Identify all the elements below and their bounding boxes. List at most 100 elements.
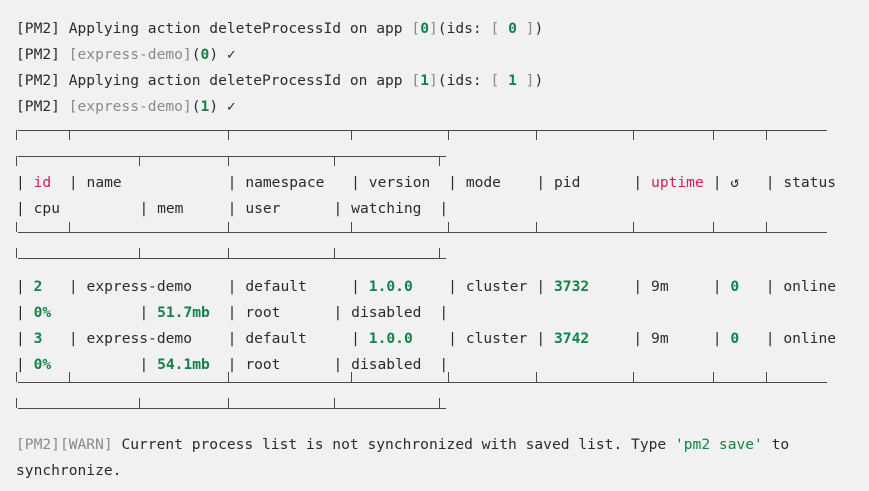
warning-seg-3: 'pm2 save': [674, 436, 763, 453]
table-bottom-tick-5: [536, 372, 538, 382]
table-hdrsep-tick-left: [16, 222, 17, 232]
table-top-tick-4: [448, 130, 450, 140]
table-hdrsep-tick-u-0: [16, 222, 17, 232]
cell-watching-separator: |: [333, 304, 343, 321]
table-bottom-border: [18, 382, 827, 383]
table-wrap-top-tick-2: [227, 156, 229, 166]
table-wrap-header-separator: [18, 258, 446, 259]
log-line-4-seg-1: [express-demo]: [68, 98, 192, 115]
warning-line-1: [PM2][WARN] Current process list is not …: [16, 432, 789, 458]
column-header-version: version: [368, 174, 431, 191]
table-top-border: [18, 130, 827, 131]
table-bottom-tick-4: [448, 372, 450, 382]
table-top-tick-8: [765, 130, 767, 140]
log-line-4-seg-0: [PM2]: [16, 98, 69, 115]
cell-watching-separator: |: [333, 356, 343, 373]
cell-watching: disabled: [351, 356, 422, 373]
column-header-status-separator: |: [765, 174, 775, 191]
cell-namespace-separator: |: [227, 278, 237, 295]
cell-status-separator: |: [765, 278, 775, 295]
table-wrap-hdrsep-tick-3: [333, 248, 335, 258]
log-line-1-seg-3: ]: [428, 20, 438, 37]
cell-user: root: [245, 356, 281, 373]
table-bottom-tick-6: [633, 372, 635, 382]
column-header-user-separator: |: [227, 200, 237, 217]
warning-line-2: synchronize.: [16, 462, 122, 479]
cell-row-closer: |: [439, 304, 449, 321]
warning-seg-0: [PM2]: [16, 436, 60, 453]
warning-seg-2: Current process list is not synchronized…: [112, 436, 675, 453]
column-header-uptime: uptime: [651, 174, 704, 191]
log-line-3-seg-8: ): [534, 72, 544, 89]
log-line-1-seg-7: ]: [516, 20, 535, 37]
cell-version-separator: |: [351, 330, 360, 347]
cell-version-separator: |: [351, 278, 360, 295]
cell-pid: 3732: [554, 278, 590, 295]
table-wrap-top-tick-1: [139, 156, 141, 166]
cell-name: express-demo: [86, 278, 192, 295]
cell-cpu-separator: |: [16, 356, 25, 373]
column-header-id: id: [33, 174, 52, 191]
cell-mode-separator: |: [448, 330, 457, 347]
table-bottom-tick-8: [765, 372, 767, 382]
log-line-4-seg-4: ): [209, 98, 227, 115]
log-line-1-seg-8: ): [534, 20, 544, 37]
cell-row-closer: |: [439, 356, 449, 373]
table-wrap-top-border: [18, 156, 446, 157]
cell-mode-separator: |: [448, 278, 457, 295]
log-line-1-seg-5: [: [490, 20, 509, 37]
cell-id: 3: [33, 330, 43, 347]
log-line-3-seg-5: [: [490, 72, 509, 89]
warning-seg-4: to: [762, 436, 790, 453]
warning-seg-1: [WARN]: [59, 436, 113, 453]
table-wrap-hdrsep-tick-4: [439, 248, 441, 258]
column-header-restart-icon: ↺: [730, 174, 740, 191]
cell-id-separator: |: [16, 278, 25, 295]
cell-uptime-separator: |: [633, 330, 643, 347]
log-line-2-seg-0: [PM2]: [16, 46, 69, 63]
column-header-mem: mem: [157, 200, 184, 217]
table-wrap-top-tick-0: [16, 156, 17, 166]
log-line-3-seg-6: 1: [508, 72, 517, 89]
cell-id-separator: |: [16, 330, 25, 347]
cell-name-separator: |: [68, 278, 78, 295]
cell-uptime-separator: |: [633, 278, 643, 295]
table-top-tick-5: [536, 130, 538, 140]
table-hdrsep-tick-u-2: [227, 222, 229, 232]
cell-watching: disabled: [351, 304, 422, 321]
column-header-user: user: [245, 200, 281, 217]
log-line-4-seg-2: (: [191, 98, 201, 115]
table-top-tick-left: [16, 130, 17, 140]
table-top-tick-0: [16, 130, 17, 140]
column-header-id-separator: |: [16, 174, 25, 191]
log-line-3-seg-4: (ids:: [437, 72, 491, 89]
table-hdrsep-tick-u-8: [765, 222, 767, 232]
table-wrap-top-tick-3: [333, 156, 335, 166]
log-line-2-seg-3: 0: [200, 46, 210, 63]
table-wrap-bottom-tick-3: [333, 398, 335, 408]
log-line-3: [PM2] Applying action deleteProcessId on…: [16, 68, 543, 94]
column-header-restart-icon-separator: |: [712, 174, 722, 191]
cell-cpu-separator: |: [16, 304, 25, 321]
cell-user-separator: |: [227, 304, 237, 321]
table-hdrsep-tick-u-1: [68, 222, 70, 232]
cell-mem: 54.1mb: [157, 356, 210, 373]
cell-restarts: 0: [730, 278, 740, 295]
log-line-3-seg-1: [: [411, 72, 421, 89]
table-hdrsep-tick-u-3: [351, 222, 353, 232]
column-header-mode-separator: |: [448, 174, 457, 191]
table-top-tick-2: [227, 130, 229, 140]
column-header-mode: mode: [465, 174, 501, 191]
column-header-namespace-separator: |: [227, 174, 237, 191]
cell-version: 1.0.0: [368, 330, 413, 347]
log-line-1-seg-6: 0: [508, 20, 517, 37]
log-line-1-seg-1: [: [411, 20, 421, 37]
cell-uptime: 9m: [651, 278, 669, 295]
column-header-pid-separator: |: [536, 174, 546, 191]
cell-cpu: 0%: [33, 304, 52, 321]
table-wrap-hdrsep-tick-0: [16, 248, 17, 258]
cell-status: online: [783, 330, 837, 347]
table-hdrsep-tick-u-6: [633, 222, 635, 232]
table-top-tick-1: [68, 130, 70, 140]
